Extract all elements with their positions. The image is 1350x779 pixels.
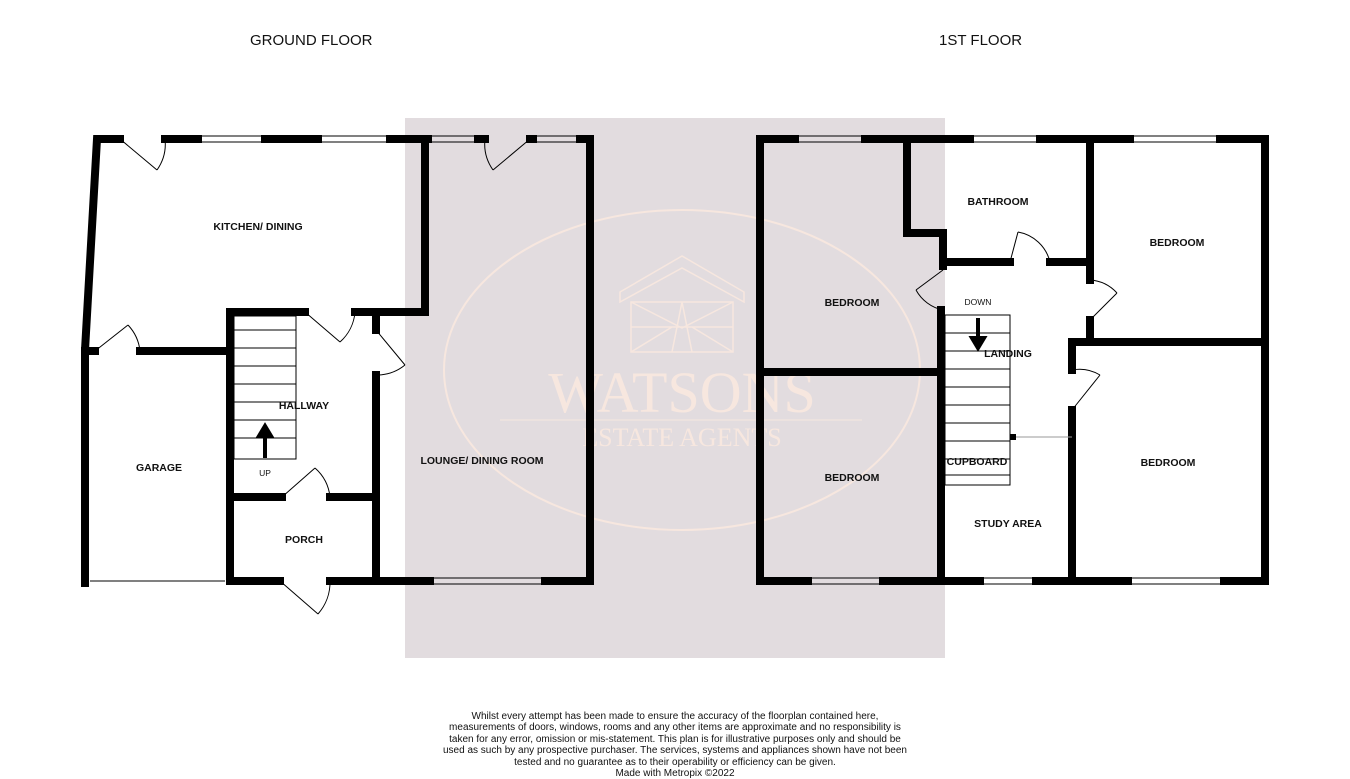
room-label-bedroom-3: BEDROOM — [825, 472, 880, 484]
room-label-lounge: LOUNGE/ DINING ROOM — [420, 455, 543, 467]
first-floor-walls — [756, 135, 1269, 585]
stairs-down-label: DOWN — [965, 297, 992, 307]
room-label-landing: LANDING — [984, 348, 1032, 360]
room-label-porch: PORCH — [285, 534, 323, 546]
room-label-bedroom-2: BEDROOM — [1150, 237, 1205, 249]
ground-stairs — [233, 315, 297, 460]
watermark-logo: WATSONS ESTATE AGENTS — [405, 118, 945, 658]
stairs-up-arrow-icon — [255, 422, 275, 458]
room-label-cupboard: CUPBOARD — [947, 456, 1008, 468]
room-label-study: STUDY AREA — [974, 518, 1042, 530]
credit-text: Made with Metropix ©2022 — [615, 768, 735, 779]
watermark-subtitle: ESTATE AGENTS — [582, 423, 781, 452]
ground-floor-walls — [81, 135, 594, 587]
ground-floor-title: GROUND FLOOR — [250, 32, 373, 49]
ground-floor-fixtures — [90, 135, 581, 615]
room-label-bedroom-1: BEDROOM — [825, 297, 880, 309]
room-label-bedroom-4: BEDROOM — [1141, 457, 1196, 469]
room-label-hallway: HALLWAY — [279, 400, 329, 412]
disclaimer: Whilst every attempt has been made to en… — [440, 711, 910, 779]
disclaimer-text: Whilst every attempt has been made to en… — [443, 711, 907, 768]
room-label-kitchen: KITCHEN/ DINING — [213, 221, 302, 233]
room-label-bathroom: BATHROOM — [967, 196, 1028, 208]
stairs-up-label: UP — [259, 468, 271, 478]
room-label-garage: GARAGE — [136, 462, 182, 474]
first-floor-title: 1ST FLOOR — [939, 32, 1023, 49]
stairs-down-arrow-icon — [968, 318, 988, 352]
first-floor-fixtures — [794, 135, 1225, 585]
